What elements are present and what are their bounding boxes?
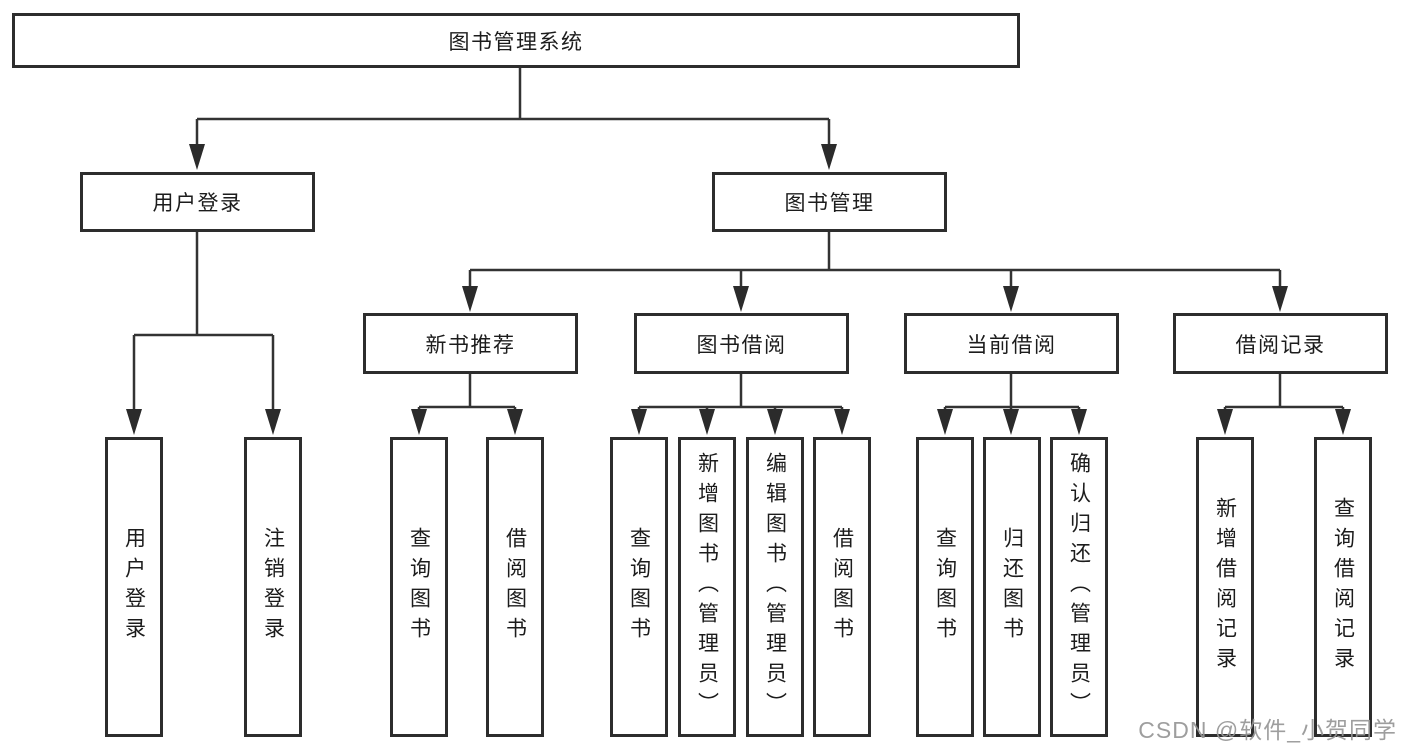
node-root: 图书管理系统 [12,13,1020,68]
connector-borrow-children [637,374,844,411]
leaf-borrow-borrow-book-label: 借阅图书 [830,527,854,647]
node-book-borrow-label: 图书借阅 [696,333,787,357]
node-book-management-label: 图书管理 [784,192,875,215]
leaf-newbooks-borrow-book-label: 借阅图书 [503,527,527,647]
arrowhead-icon [699,409,715,435]
leaf-current-query-book: 查询图书 [916,437,974,737]
arrowhead-icon [189,144,205,170]
node-user-login-label: 用户登录 [152,192,243,215]
arrowhead-icon [733,286,749,312]
node-book-borrow: 图书借阅 [634,313,849,374]
arrowhead-icon [631,409,647,435]
arrowhead-icon [265,409,281,435]
arrowhead-icon [821,144,837,170]
leaf-newbooks-query-book: 查询图书 [390,437,448,737]
connector-current-children [943,374,1081,411]
arrowhead-icon [411,409,427,435]
leaf-current-query-book-label: 查询图书 [933,527,957,647]
leaf-borrow-query-book: 查询图书 [610,437,668,737]
node-borrow-record: 借阅记录 [1173,313,1388,374]
arrowhead-icon [1071,409,1087,435]
leaf-borrow-add-book-admin: 新增图书（管理员） [678,437,736,737]
arrowhead-icon [767,409,783,435]
connector-userlogin-children [132,232,275,411]
leaf-current-return-book: 归还图书 [983,437,1041,737]
connector-root-to-level2 [195,68,831,146]
arrowhead-icon [1003,286,1019,312]
leaf-logout: 注销登录 [244,437,302,737]
csdn-watermark: CSDN @软件_小贺同学 [1138,717,1397,743]
node-user-login: 用户登录 [80,172,315,232]
leaf-newbooks-query-book-label: 查询图书 [407,527,431,647]
arrowhead-icon [1272,286,1288,312]
node-borrow-record-label: 借阅记录 [1235,333,1326,357]
arrowhead-icon [1335,409,1351,435]
connector-history-children [1223,374,1345,411]
leaf-user-login: 用户登录 [105,437,163,737]
leaf-borrow-edit-book-admin: 编辑图书（管理员） [746,437,804,737]
leaf-borrow-query-book-label: 查询图书 [627,527,651,647]
arrowhead-icon [937,409,953,435]
leaf-newbooks-borrow-book: 借阅图书 [486,437,544,737]
node-new-book-recommend: 新书推荐 [363,313,578,374]
node-book-management: 图书管理 [712,172,947,232]
leaf-borrow-edit-book-admin-label: 编辑图书（管理员） [763,452,787,722]
leaf-borrow-add-book-admin-label: 新增图书（管理员） [695,452,719,722]
node-current-borrow: 当前借阅 [904,313,1119,374]
leaf-current-confirm-return-admin: 确认归还（管理员） [1050,437,1108,737]
leaf-history-query-record-label: 查询借阅记录 [1331,497,1355,677]
leaf-history-query-record: 查询借阅记录 [1314,437,1372,737]
leaf-history-add-record: 新增借阅记录 [1196,437,1254,737]
leaf-history-add-record-label: 新增借阅记录 [1213,497,1237,677]
connector-newbooks-children [417,374,517,411]
node-current-borrow-label: 当前借阅 [966,333,1057,357]
leaf-logout-label: 注销登录 [261,527,285,647]
arrowhead-icon [1003,409,1019,435]
arrowhead-icon [834,409,850,435]
leaf-borrow-borrow-book: 借阅图书 [813,437,871,737]
leaf-current-return-book-label: 归还图书 [1000,527,1024,647]
arrowhead-icon [126,409,142,435]
leaf-user-login-label: 用户登录 [122,527,146,647]
arrowhead-icon [1217,409,1233,435]
node-new-book-recommend-label: 新书推荐 [425,333,516,357]
connector-bookmgmt-children [468,232,1282,288]
node-root-label: 图书管理系统 [448,30,584,54]
leaf-current-confirm-return-admin-label: 确认归还（管理员） [1067,452,1091,722]
arrowhead-icon [462,286,478,312]
arrowhead-icon [507,409,523,435]
